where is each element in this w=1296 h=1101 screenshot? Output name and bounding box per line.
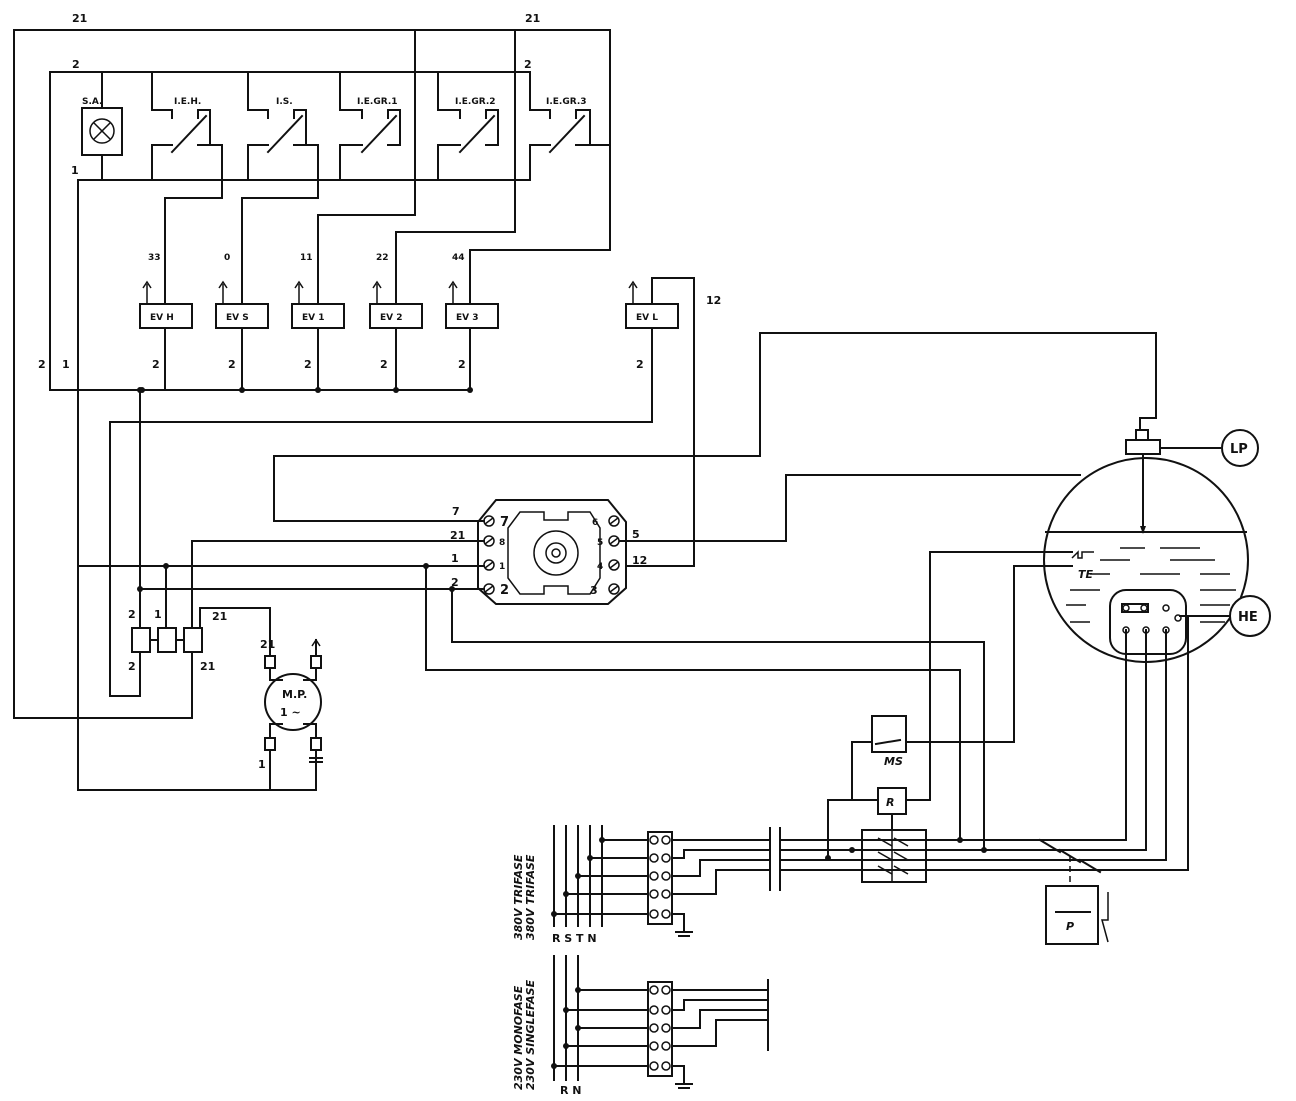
ev-h-label: EV H	[150, 313, 174, 323]
wire-label-2-right: 2	[524, 58, 532, 71]
supply-230v	[551, 955, 769, 1089]
sa-label: S.A.	[82, 97, 102, 107]
ieh-label: I.E.H.	[174, 97, 201, 107]
wire-label-2-ev1: 2	[304, 358, 312, 371]
wire-label-33: 33	[148, 253, 161, 263]
wire-label-12-top: 12	[706, 294, 721, 307]
wire-label-22: 22	[376, 253, 389, 263]
te-label: TE	[1078, 568, 1094, 581]
selector-pin-2: 2	[500, 583, 509, 598]
ms-label: MS	[884, 755, 903, 768]
tb-label-1-top: 1	[154, 608, 162, 621]
selector-pin-8: 8	[499, 538, 505, 548]
wire-label-0: 0	[224, 253, 230, 263]
pump-label-mp: M.P.	[282, 688, 307, 701]
motor-pump	[77, 638, 323, 791]
power-lines	[779, 617, 1189, 945]
boiler	[1043, 417, 1271, 663]
supply-380v-label-en: 380V TRIFASE	[524, 854, 537, 940]
he-label: HE	[1238, 610, 1258, 625]
selector-pin-6: 6	[592, 518, 598, 528]
wire-label-44: 44	[452, 253, 465, 263]
selector-switch	[477, 499, 627, 605]
selector-pin-3: 3	[590, 584, 598, 597]
is-label: I.S.	[276, 97, 293, 107]
iegr1-label: I.E.GR.1	[357, 97, 398, 107]
supply-230v-label-it: 230V MONOFASE	[512, 985, 525, 1090]
ev-s-label: EV S	[226, 313, 249, 323]
supply-380v	[551, 825, 771, 937]
wire-label-2-ev2: 2	[380, 358, 388, 371]
iegr3-label: I.E.GR.3	[546, 97, 587, 107]
relay-r	[827, 787, 907, 859]
wire-label-21-right: 21	[525, 12, 540, 25]
wire-label-11: 11	[300, 253, 313, 263]
wire-label-1-sel: 1	[451, 552, 459, 565]
pressure-switch-ms	[851, 715, 907, 801]
tb-label-2-top: 2	[128, 608, 136, 621]
wire-label-21-sel: 21	[450, 529, 465, 542]
valves	[139, 280, 679, 329]
ev-2-label: EV 2	[380, 313, 403, 323]
switch-is	[241, 109, 319, 391]
contactor	[861, 829, 927, 883]
pump-label-1: 1	[258, 758, 266, 771]
wire-label-7: 7	[452, 505, 460, 518]
wire-label-1-top: 1	[71, 164, 79, 177]
wire-label-2-evs: 2	[228, 358, 236, 371]
pump-label-phase: 1 ~	[280, 706, 301, 719]
selector-pin-7: 7	[500, 515, 509, 530]
wire-label-21-left: 21	[72, 12, 87, 25]
ev-l-label: EV L	[636, 313, 658, 323]
wire-label-2-bus: 2	[38, 358, 46, 371]
wire-label-2-evh: 2	[152, 358, 160, 371]
top-bus-wires	[13, 29, 611, 791]
p-label: P	[1066, 920, 1074, 933]
supply-380v-label-it: 380V TRIFASE	[512, 854, 525, 940]
tb-label-21-pump: 21	[212, 610, 227, 623]
lp-label: LP	[1230, 442, 1248, 457]
wire-label-12-sel: 12	[632, 554, 647, 567]
wire-label-1-bus: 1	[62, 358, 70, 371]
switch-ieh	[151, 109, 223, 391]
wire-label-2-ev3: 2	[458, 358, 466, 371]
wire-label-2-left: 2	[72, 58, 80, 71]
iegr2-label: I.E.GR.2	[455, 97, 496, 107]
isolator	[769, 827, 781, 891]
selector-pin-5: 5	[597, 538, 603, 548]
ev-1-label: EV 1	[302, 313, 325, 323]
selector-pin-4: 4	[597, 562, 603, 572]
signal-lamp	[81, 107, 123, 156]
ev-3-label: EV 3	[456, 313, 479, 323]
tb-label-21-bottom: 21	[200, 660, 215, 673]
switch-iegr1	[317, 109, 416, 391]
switch-iegr3	[469, 109, 611, 391]
tb-label-2-bottom: 2	[128, 660, 136, 673]
selector-pin-1: 1	[499, 562, 505, 572]
supply-230v-terminals: R N	[560, 1084, 582, 1097]
pump-label-21: 21	[260, 638, 275, 651]
wire-label-2-evl: 2	[636, 358, 644, 371]
supply-230v-label-en: 230V SINGLEFASE	[524, 979, 537, 1090]
terminal-block-left	[131, 389, 271, 719]
supply-380v-terminals: R S T N	[552, 932, 597, 945]
wire-label-5: 5	[632, 528, 640, 541]
wire-label-2-sel: 2	[451, 576, 459, 589]
r-label: R	[886, 796, 894, 809]
